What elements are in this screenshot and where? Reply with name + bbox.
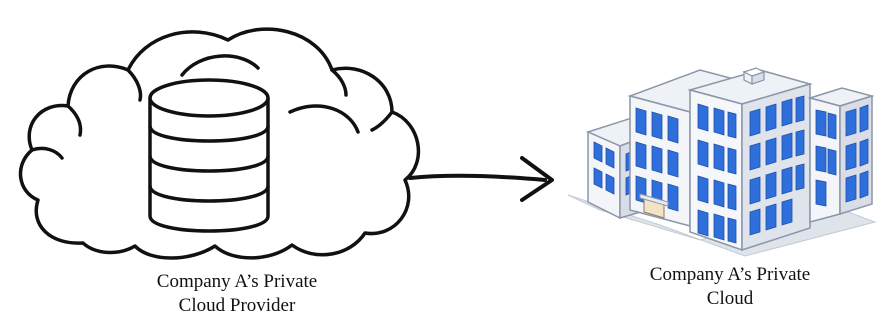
source-caption-line-1: Company A’s Private (156, 271, 318, 292)
arrow-right-icon (408, 156, 554, 202)
building-windows-tower-right (749, 95, 805, 236)
building-windows-tower-left (697, 103, 737, 244)
target-caption-line-1: Company A’s Private (649, 264, 811, 285)
database-icon (148, 78, 270, 233)
source-caption-line-2: Cloud Provider (178, 295, 296, 316)
cloud-inner-arcs (30, 54, 394, 160)
cloud-database-icon (18, 27, 421, 260)
target-caption-line-2: Cloud (706, 288, 754, 309)
source-caption: Company A’s Private Cloud Provider (72, 270, 402, 318)
office-building-icon (567, 67, 877, 257)
building-windows-right (815, 104, 869, 207)
target-caption: Company A’s Private Cloud (580, 263, 880, 311)
